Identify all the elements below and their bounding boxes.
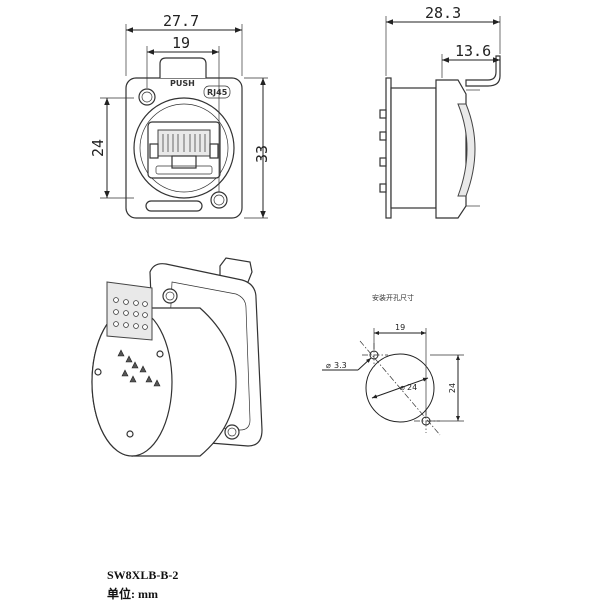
diameter-symbol-cutout: ⌀	[400, 383, 405, 392]
dim-body-height-label: 24	[89, 139, 107, 157]
cutout-dim-line-screw	[357, 357, 372, 371]
front-view: PUSH RJ45 27.7 19	[89, 12, 271, 219]
cutout-dim-line-diameter	[371, 377, 429, 399]
dim-flange-height-label: 33	[253, 145, 271, 163]
side-panel-plate	[385, 77, 392, 219]
side-view: 28.3 13.6	[379, 4, 501, 219]
cutout-dim-spacing-label: 19	[395, 323, 405, 332]
side-flange	[435, 79, 467, 219]
panel-cutout-view: 安装开孔尺寸 19 ⌀ 3.3 ⌀ 24 24	[322, 293, 464, 436]
front-top-tab	[159, 57, 207, 78]
cutout-caption: 安装开孔尺寸	[372, 293, 414, 302]
unit-label: 单位: mm	[107, 587, 158, 601]
rj45-label: RJ45	[207, 88, 228, 97]
dim-tab-depth-label: 13.6	[455, 42, 491, 60]
cutout-dim-vertical-label: 24	[448, 383, 457, 393]
dim-width-label: 27.7	[163, 12, 199, 30]
front-bottom-slot	[145, 200, 203, 212]
dim-total-depth-label: 28.3	[425, 4, 461, 22]
isometric-view	[91, 257, 263, 457]
model-number: SW8XLB-B-2	[107, 568, 179, 582]
dim-hole-spacing-label: 19	[172, 34, 190, 52]
iso-hole-bottom	[224, 424, 240, 440]
front-hole-top-left	[138, 88, 156, 106]
cutout-circle	[365, 353, 435, 423]
side-body	[390, 87, 437, 209]
push-label: PUSH	[170, 79, 195, 88]
front-hole-bottom-right	[210, 191, 228, 209]
cutout-dim-screw-label: 3.3	[334, 361, 347, 370]
diameter-symbol-screw: ⌀	[326, 361, 331, 370]
side-flange-curve	[457, 103, 476, 197]
cutout-dim-diameter-label: 24	[407, 383, 417, 392]
iso-hole-top	[162, 288, 178, 304]
